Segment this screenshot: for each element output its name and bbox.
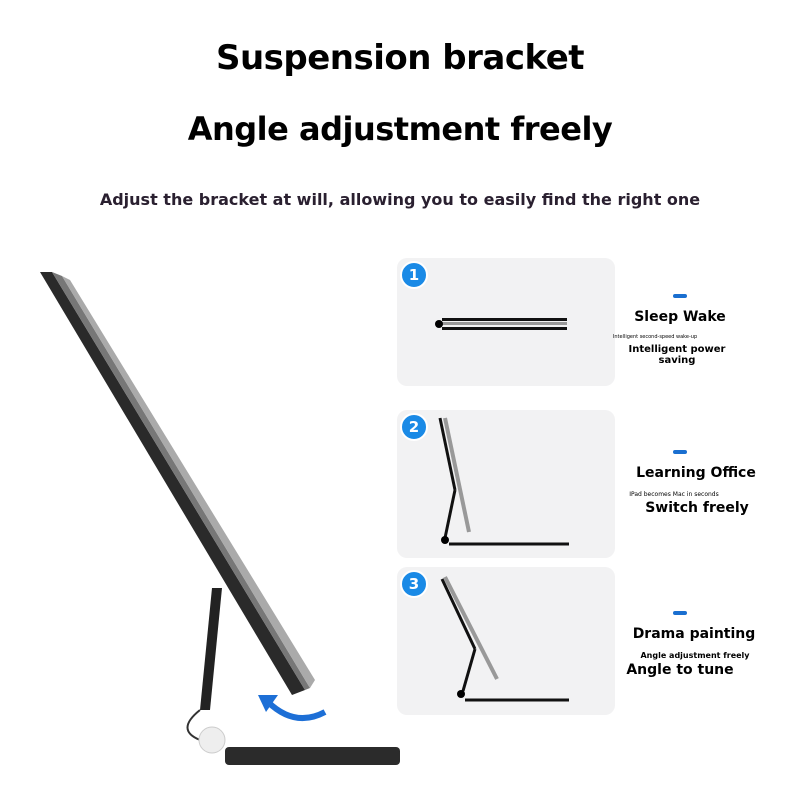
mode-panel-sleep	[397, 258, 615, 386]
step-badge-2: 2	[400, 413, 428, 441]
mode-small-1: Intelligent second-speed wake-up	[612, 334, 698, 340]
mode-small-2: IPad becomes Mac in seconds	[629, 491, 719, 498]
step-badge-1: 1	[400, 261, 428, 289]
accent-dash	[673, 611, 687, 615]
mode-name-2: Learning Office	[636, 465, 756, 481]
mode-name-1: Sleep Wake	[634, 309, 726, 325]
tablet-keyboard-illustration	[40, 272, 400, 765]
upright-position-icon	[438, 417, 569, 546]
step-badge-3: 3	[400, 570, 428, 598]
mode-panel-office	[397, 410, 615, 558]
rotate-arrow-icon	[258, 695, 327, 721]
mode-name-3: Drama painting	[632, 626, 756, 642]
mode-panel-painting	[397, 567, 615, 715]
mode-detail-2: Switch freely	[645, 500, 749, 516]
mode-detail-1: Intelligent power saving	[628, 344, 726, 366]
page-subtitle: Angle adjustment freely	[187, 110, 613, 148]
tagline: Adjust the bracket at will, allowing you…	[99, 190, 701, 209]
flat-position-icon	[435, 318, 567, 330]
mode-detail-3: Angle to tune	[626, 662, 734, 678]
accent-dash	[673, 294, 687, 298]
mode-small-3: Angle adjustment freely	[640, 651, 750, 660]
accent-dash	[673, 450, 687, 454]
page-title: Suspension bracket	[215, 38, 585, 78]
tilted-position-icon	[440, 576, 569, 702]
